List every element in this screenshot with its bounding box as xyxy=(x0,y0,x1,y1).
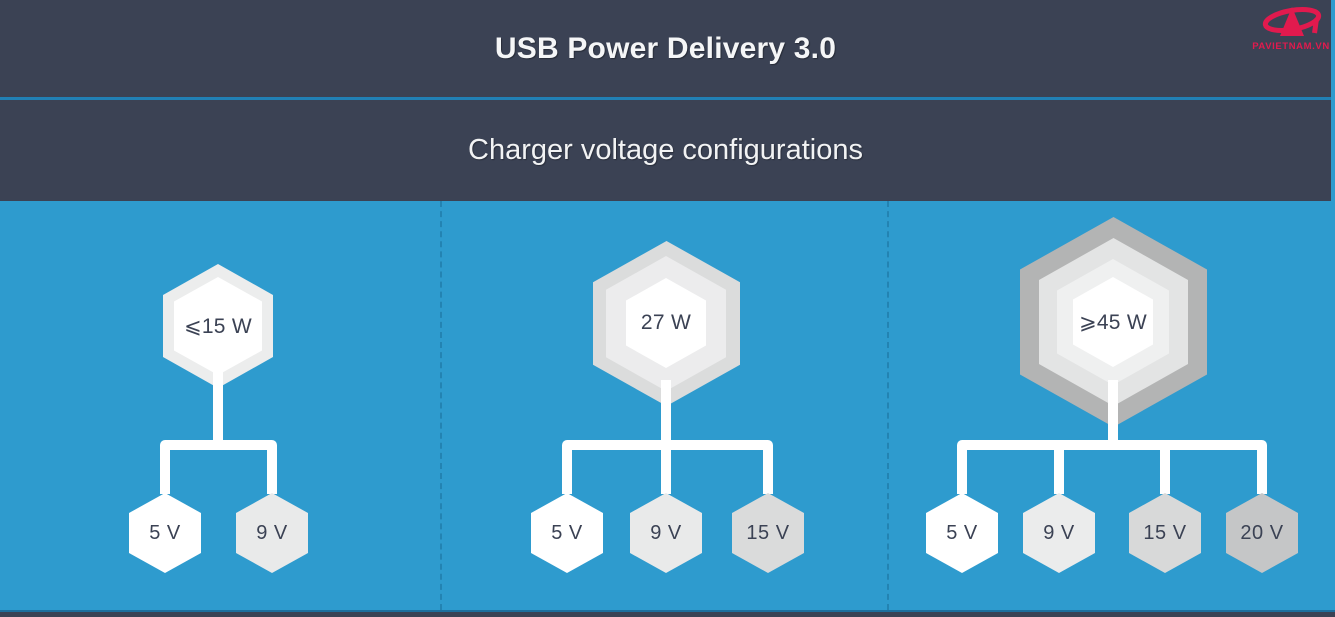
connector-drop xyxy=(1160,446,1170,494)
voltage-hex: 5 V xyxy=(531,493,603,573)
voltage-label: 15 V xyxy=(1143,521,1187,544)
voltage-hex: 20 V xyxy=(1226,493,1298,573)
voltage-hex: 5 V xyxy=(926,493,998,573)
voltage-label: 5 V xyxy=(946,521,978,544)
connector-drop xyxy=(160,446,170,494)
connector-bar xyxy=(562,440,773,450)
connector-drop xyxy=(1257,446,1267,494)
voltage-hex: 15 V xyxy=(1129,493,1201,573)
connector-stem xyxy=(213,370,223,450)
page-subtitle: Charger voltage configurations xyxy=(468,134,863,166)
connector-stem xyxy=(1108,380,1118,450)
power-hex-core xyxy=(174,277,262,375)
power-hex-core xyxy=(1073,277,1153,367)
voltage-label: 9 V xyxy=(1043,521,1075,544)
voltage-hex: 9 V xyxy=(1023,493,1095,573)
voltage-label: 9 V xyxy=(256,521,288,544)
voltage-label: 15 V xyxy=(746,521,790,544)
connector-bar xyxy=(957,440,1267,450)
subtitle-bar: Charger voltage configurations xyxy=(0,100,1331,201)
connector-drop xyxy=(562,446,572,494)
voltage-hex: 15 V xyxy=(732,493,804,573)
page-title: USB Power Delivery 3.0 xyxy=(494,31,837,65)
voltage-label: 5 V xyxy=(551,521,583,544)
voltage-hex: 9 V xyxy=(630,493,702,573)
title-divider-line xyxy=(0,97,1331,100)
voltage-hex: 5 V xyxy=(129,493,201,573)
power-label: ⩾45 W xyxy=(1078,310,1148,334)
panel-divider xyxy=(887,201,889,610)
pavietnam-logo: PAVIETNAM.VN xyxy=(1250,5,1332,53)
connector-drop xyxy=(763,446,773,494)
power-label: 27 W xyxy=(640,311,692,334)
connector-drop xyxy=(267,446,277,494)
voltage-label: 9 V xyxy=(650,521,682,544)
bottom-divider-line xyxy=(0,610,1335,612)
voltage-label: 20 V xyxy=(1240,521,1284,544)
connector-drop xyxy=(957,446,967,494)
connector-drop xyxy=(661,446,671,494)
connector-stem xyxy=(661,380,671,450)
footer-strip xyxy=(0,612,1335,617)
voltage-hex: 9 V xyxy=(236,493,308,573)
connector-drop xyxy=(1054,446,1064,494)
title-bar: USB Power Delivery 3.0 xyxy=(0,0,1331,97)
voltage-label: 5 V xyxy=(149,521,181,544)
pavietnam-logo-text: PAVIETNAM.VN xyxy=(1252,41,1330,52)
pavietnam-logo-icon: PAVIETNAM.VN xyxy=(1252,7,1330,52)
panel-divider xyxy=(440,201,442,610)
power-label: ⩽15 W xyxy=(183,314,253,338)
connector-bar xyxy=(160,440,277,450)
